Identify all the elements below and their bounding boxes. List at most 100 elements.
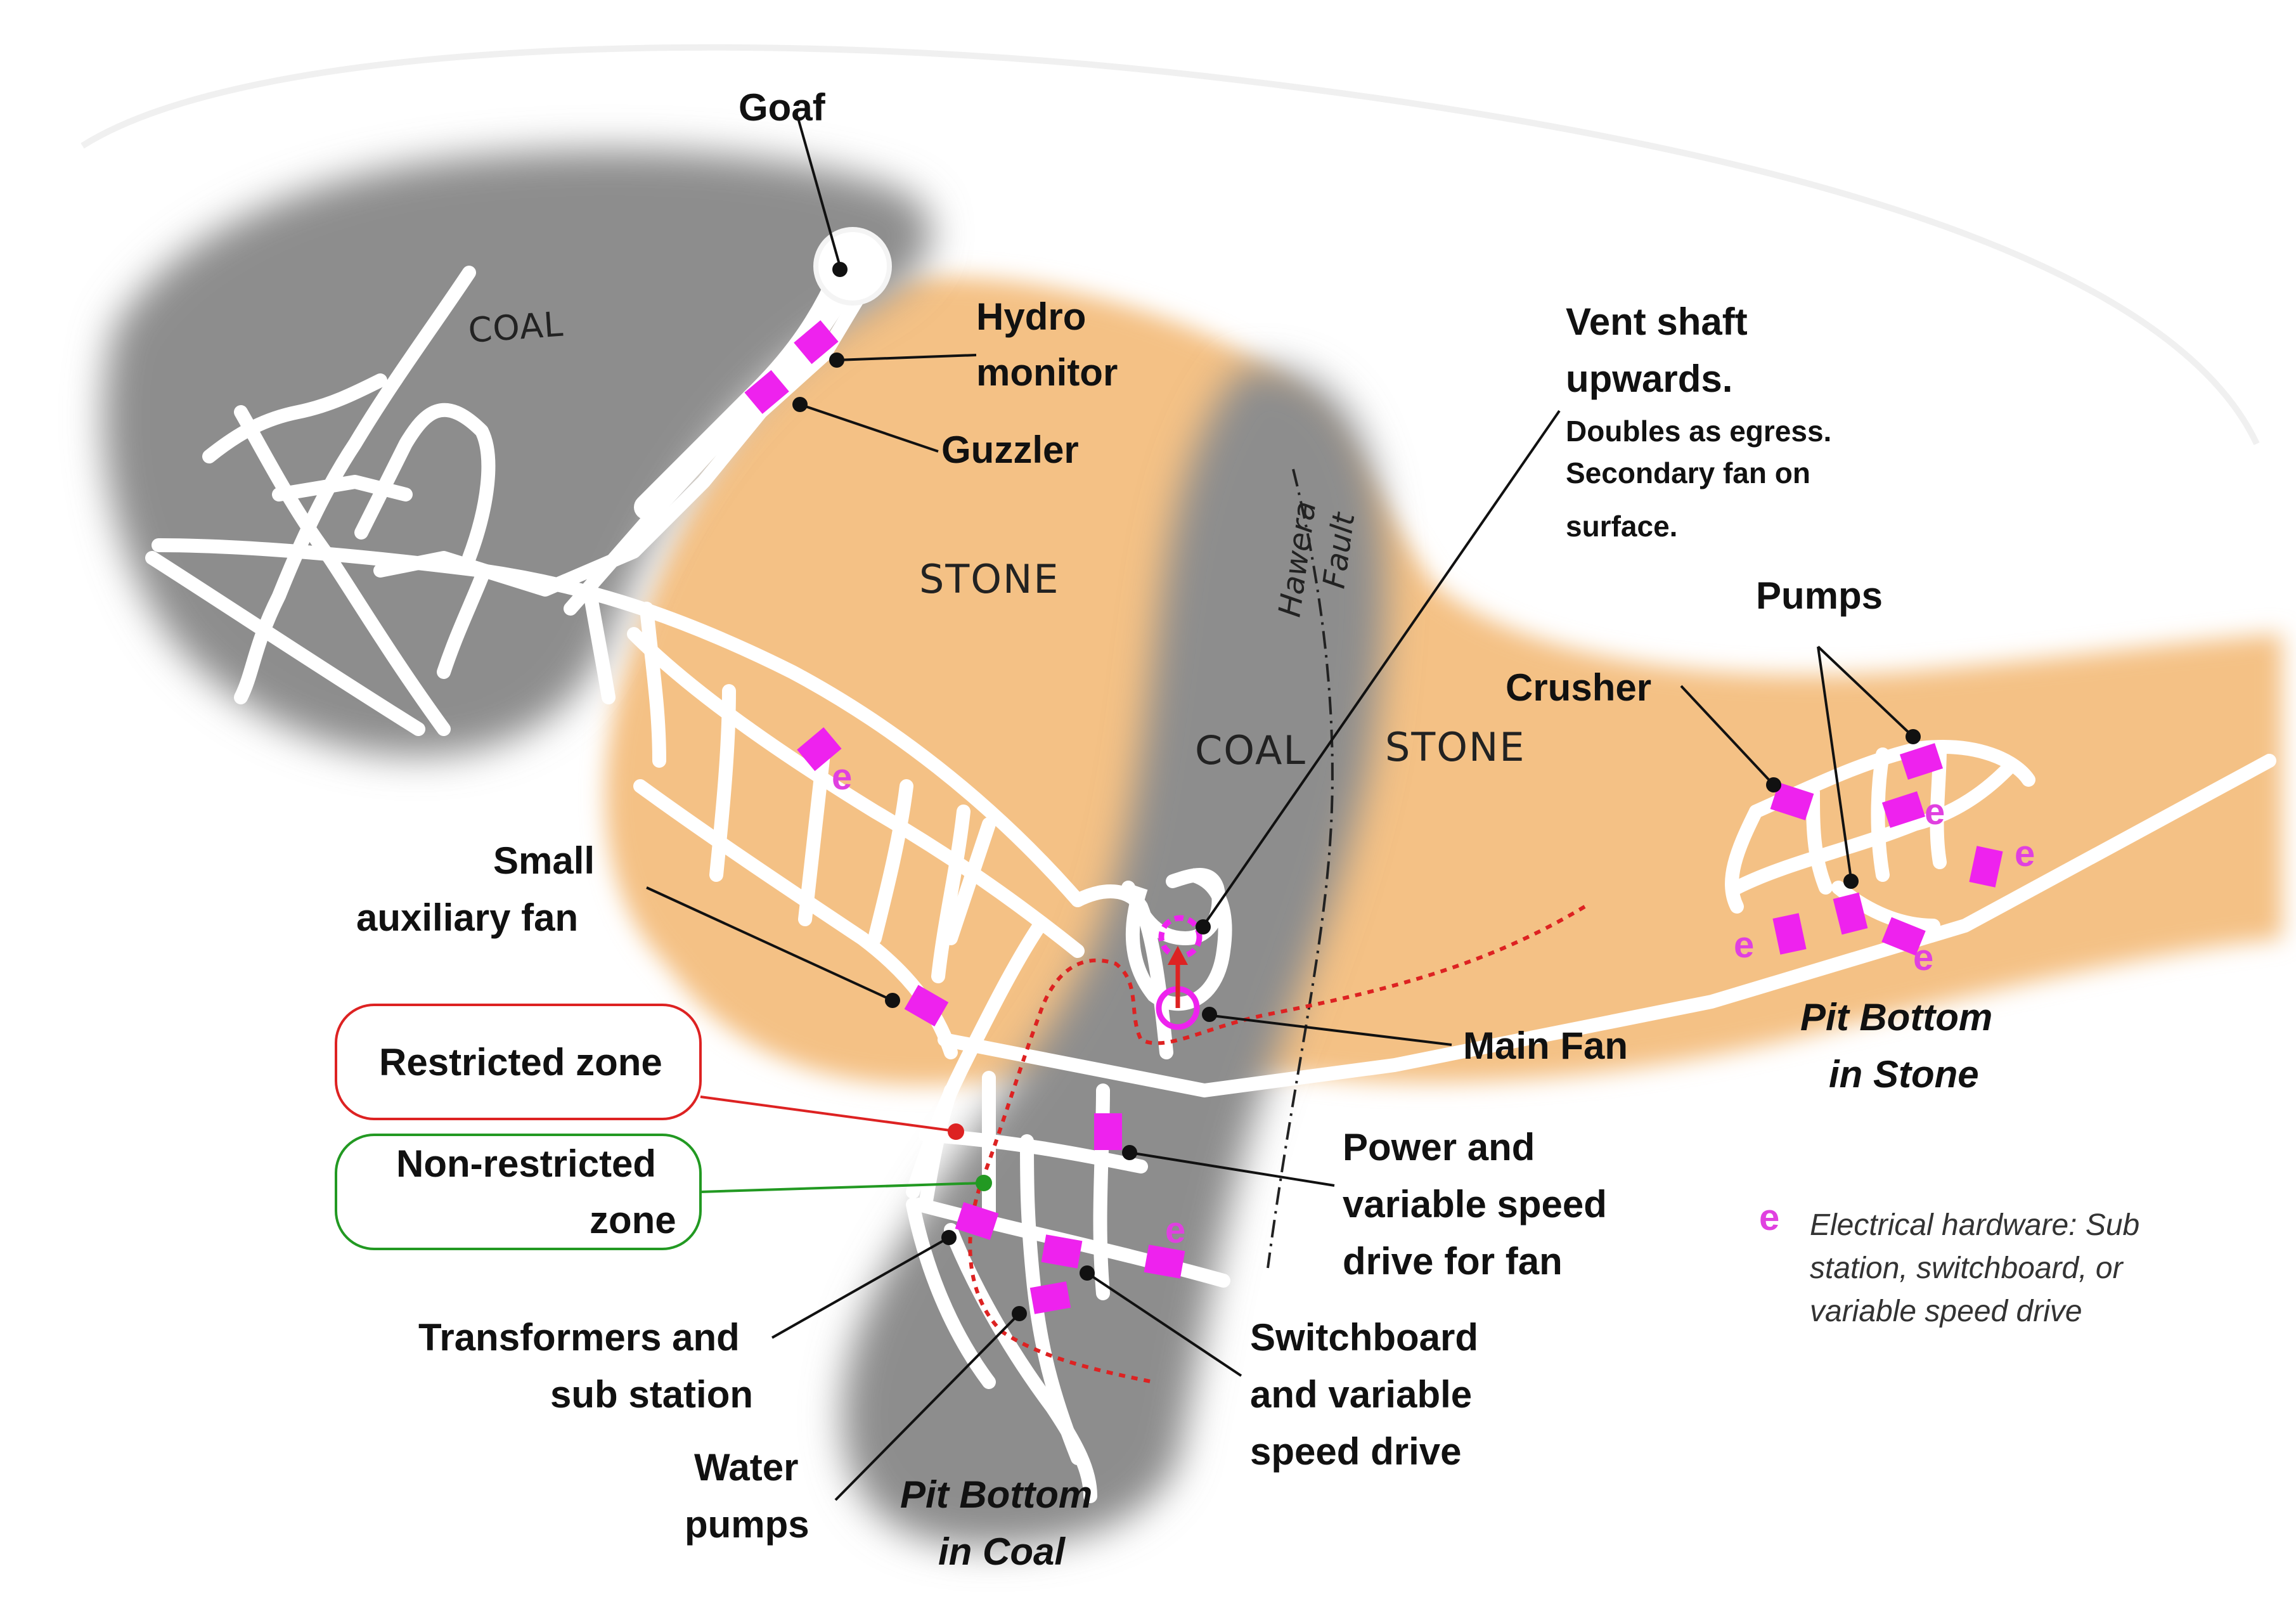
leader-vent (1203, 410, 1561, 926)
legend-symbol: e (1759, 1197, 1779, 1238)
tunnel (1730, 760, 2016, 895)
zone-coal-center: COAL (1195, 727, 1306, 773)
pump-marker (1772, 913, 1807, 955)
dot (1080, 1265, 1095, 1281)
e-marker: e (1925, 791, 1945, 832)
dot (885, 993, 900, 1008)
tunnel (1871, 747, 1890, 882)
legend-line-1: Electrical hardware: Sub (1810, 1208, 2139, 1242)
leader-non-restricted (700, 1182, 983, 1193)
coal-left-body (103, 150, 932, 756)
equipment-box (1144, 1245, 1185, 1279)
non-restricted-zone-box (335, 1134, 702, 1250)
label-pit-coal-2: in Coal (938, 1530, 1066, 1573)
dot (1843, 874, 1859, 889)
hydro-monitor-marker (794, 320, 839, 365)
tunnel (627, 627, 1085, 958)
tunnel (1806, 786, 1833, 895)
label-water-pumps-2: pumps (685, 1503, 809, 1546)
leader-small-fan (646, 886, 893, 1002)
airflow-arrow-head (1168, 946, 1188, 965)
label-water-pumps-1: Water (694, 1446, 798, 1489)
label-non-restricted-2: zone (590, 1199, 676, 1241)
label-crusher: Crusher (1506, 666, 1651, 709)
leader-main-fan (1211, 1014, 1452, 1046)
tunnel (583, 583, 616, 704)
leader-pumps-a (1817, 645, 1914, 738)
label-vent-shaft-1: Vent shaft (1566, 301, 1748, 343)
label-hydro-monitor-2: monitor (976, 351, 1118, 394)
tunnel (437, 570, 489, 679)
tunnel-network (145, 266, 2276, 1503)
label-hydro-monitor-1: Hydro (976, 295, 1086, 338)
power-vsd-marker (1094, 1113, 1122, 1150)
equipment-box (1969, 846, 2003, 888)
tunnel (1725, 805, 1763, 914)
non-restricted-dot (976, 1175, 992, 1191)
restricted-zone-box (335, 1004, 702, 1120)
leader-crusher (1680, 685, 1775, 786)
label-pit-stone-1: Pit Bottom (1800, 996, 1992, 1038)
tunnel (944, 817, 996, 945)
label-vent-note-3: surface. (1566, 510, 1677, 543)
e-marker: e (1165, 1210, 1185, 1251)
pump-marker (1899, 743, 1944, 780)
stone-layer (605, 276, 2283, 1085)
leader-power (1129, 1151, 1335, 1187)
leader-dots (792, 262, 1921, 1321)
label-switchboard-3: speed drive (1250, 1430, 1462, 1473)
e-marker: e (832, 756, 852, 798)
faint-outline (81, 44, 2260, 446)
tunnel (272, 475, 413, 501)
tunnel (798, 741, 831, 926)
label-restricted-zone: Restricted zone (379, 1041, 662, 1083)
e-marker: e (2015, 833, 2035, 874)
leader-water (834, 1312, 1021, 1501)
tunnel (931, 805, 971, 983)
tunnel (906, 1198, 996, 1389)
dot (1196, 919, 1211, 934)
coal-layer (103, 150, 1386, 1547)
guzzler-marker (744, 370, 789, 414)
e-markers: e e e e e e (832, 756, 2035, 1251)
tunnel (234, 405, 451, 736)
legend: e Electrical hardware: Sub station, swit… (1759, 1197, 2139, 1328)
equipment-box (1881, 791, 1926, 828)
dot (832, 262, 848, 277)
hawera-fault-line (1267, 469, 1334, 1269)
label-power-vsd-3: drive for fan (1343, 1240, 1563, 1283)
leader-restricted (700, 1096, 955, 1132)
dot (792, 397, 808, 412)
label-transformers-2: sub station (550, 1373, 753, 1416)
label-main-fan: Main Fan (1463, 1025, 1628, 1067)
pump-marker (1833, 892, 1868, 935)
equipment-box (1881, 917, 1926, 956)
equipment-box (797, 727, 842, 772)
label-pumps: Pumps (1756, 574, 1883, 617)
label-small-aux-fan-1: Small (493, 839, 595, 882)
label-vent-note-1: Doubles as egress. (1566, 415, 1831, 448)
label-goaf: Goaf (738, 86, 826, 129)
label-transformers-1: Transformers and (418, 1316, 740, 1359)
water-pump-marker (1029, 1281, 1071, 1314)
tunnel (145, 551, 425, 736)
dot (941, 1230, 957, 1245)
dot (1202, 1007, 1217, 1022)
zone-stone-right: STONE (1385, 724, 1526, 770)
label-non-restricted-1: Non-restricted (396, 1142, 656, 1185)
zone-coal-left: COAL (467, 304, 565, 351)
dot (1766, 777, 1781, 792)
label-guzzler: Guzzler (941, 429, 1079, 471)
legend-line-3: variable speed drive (1810, 1295, 2082, 1328)
small-aux-fan-marker (904, 985, 949, 1027)
coal-center-band (842, 367, 1386, 1547)
e-marker: e (1913, 937, 1933, 978)
leader-hydro (836, 354, 977, 361)
leader-transformers (771, 1236, 950, 1339)
goaf-circle (813, 227, 892, 306)
leader-goaf (797, 120, 841, 267)
label-pit-stone-2: in Stone (1829, 1053, 1979, 1096)
label-power-vsd-1: Power and (1343, 1126, 1535, 1168)
